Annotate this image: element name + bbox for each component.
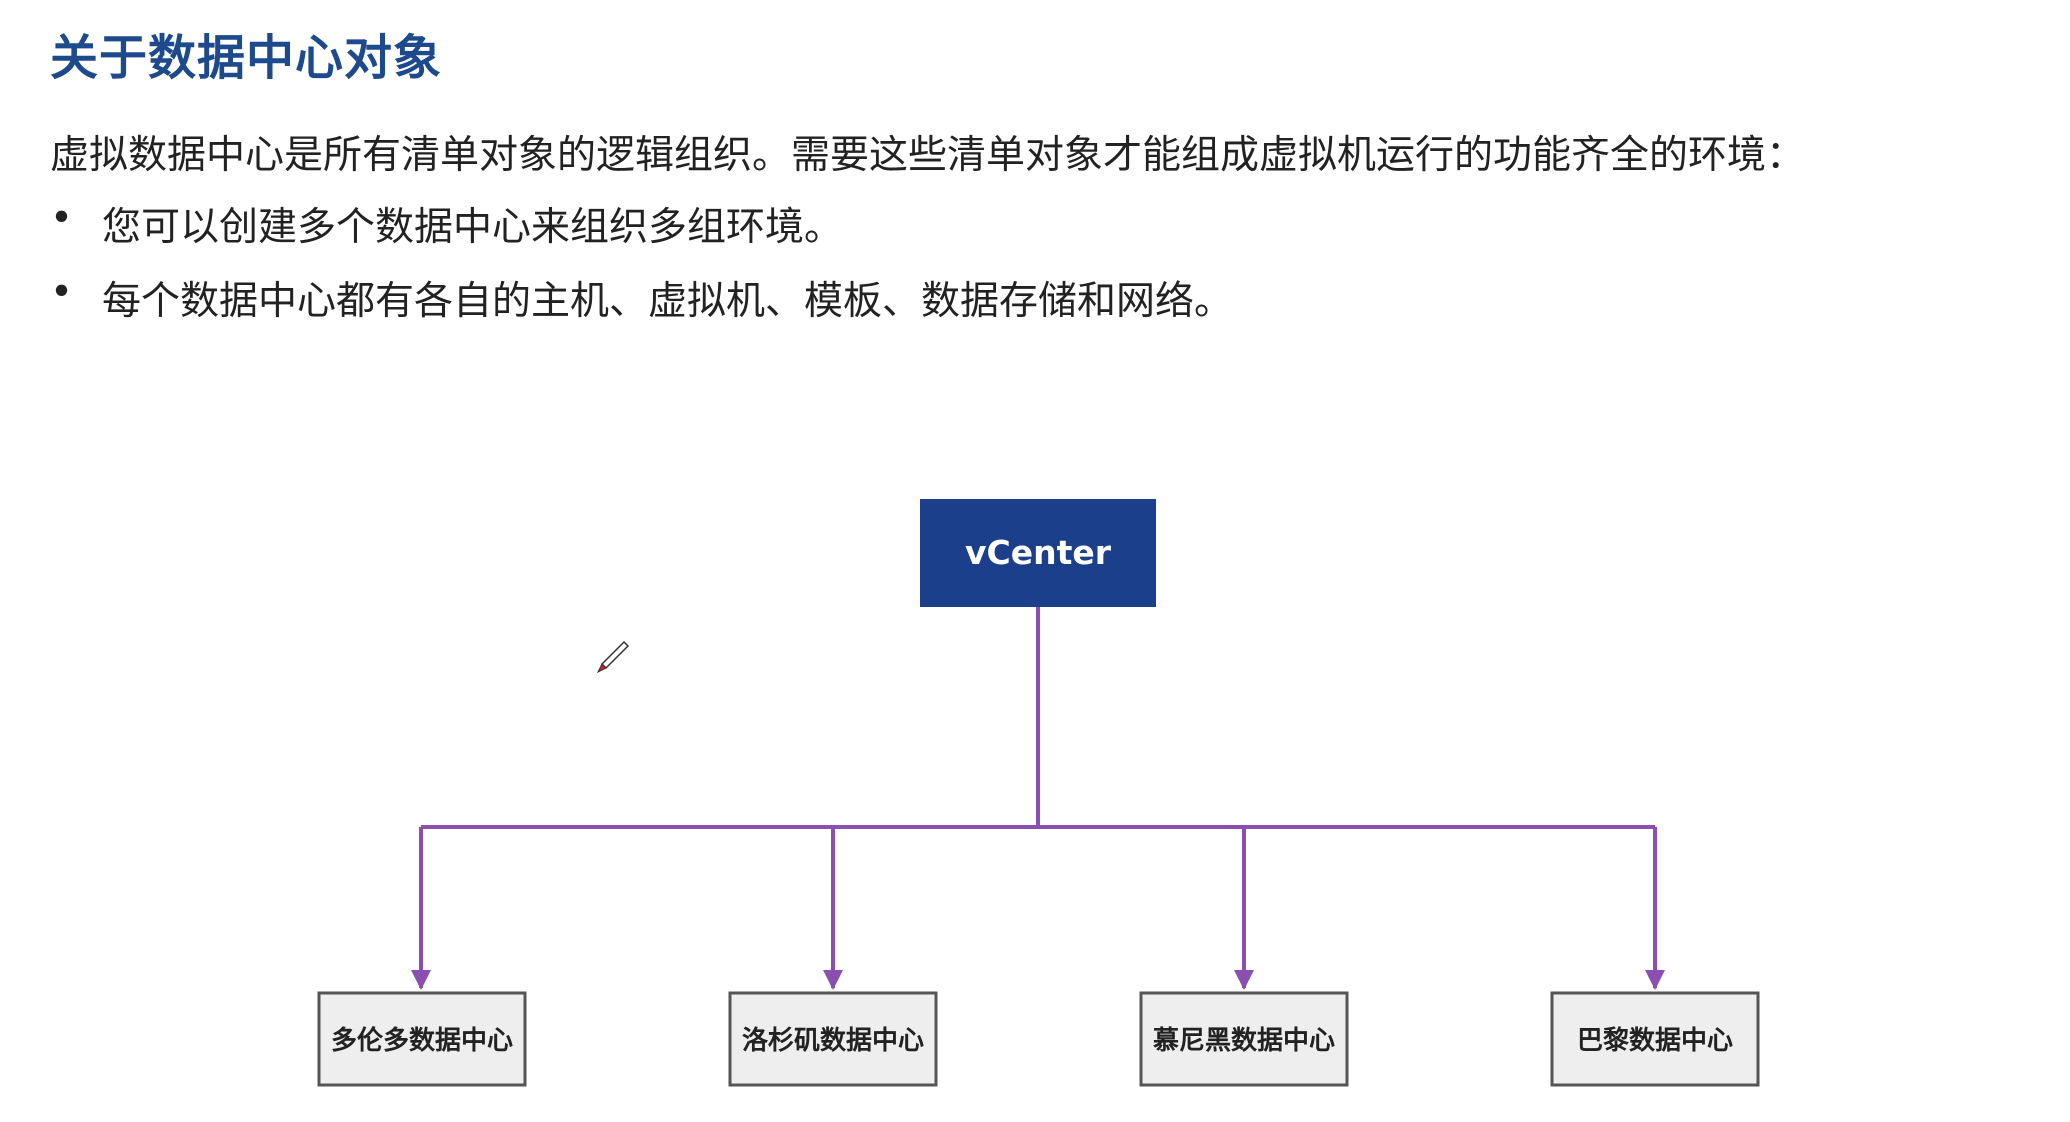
- datacenter-box: [728, 991, 938, 1087]
- datacenter-box: [1550, 991, 1760, 1087]
- datacenter-node-paris: 巴黎数据中心: [1550, 991, 1760, 1087]
- pen-cursor-icon: [596, 640, 630, 674]
- datacenter-label: 巴黎数据中心: [1577, 1025, 1733, 1056]
- intro-paragraph: 虚拟数据中心是所有清单对象的逻辑组织。需要这些清单对象才能组成虚拟机运行的功能齐…: [50, 133, 1806, 178]
- datacenter-box: [1139, 991, 1349, 1087]
- bullet-text: 您可以创建多个数据中心来组织多组环境。: [102, 205, 844, 250]
- datacenter-label: 多伦多数据中心: [331, 1025, 513, 1056]
- datacenter-node-munich: 慕尼黑数据中心: [1139, 991, 1349, 1087]
- vcenter-label: vCenter: [965, 533, 1112, 572]
- datacenter-label: 洛杉矶数据中心: [742, 1025, 924, 1056]
- datacenter-box: [317, 991, 527, 1087]
- datacenter-label: 慕尼黑数据中心: [1153, 1026, 1335, 1056]
- page-title: 关于数据中心对象: [50, 30, 443, 86]
- bullet-text: 每个数据中心都有各自的主机、虚拟机、模板、数据存储和网络。: [102, 279, 1234, 324]
- bullet-dot: •: [50, 196, 74, 241]
- datacenter-node-los-angeles: 洛杉矶数据中心: [728, 991, 938, 1087]
- vcenter-node: vCenter: [920, 499, 1156, 607]
- bullet-dot: •: [50, 270, 74, 315]
- connector-lines: [411, 607, 1665, 990]
- vcenter-box: [920, 499, 1156, 607]
- datacenter-node-toronto: 多伦多数据中心: [317, 991, 527, 1087]
